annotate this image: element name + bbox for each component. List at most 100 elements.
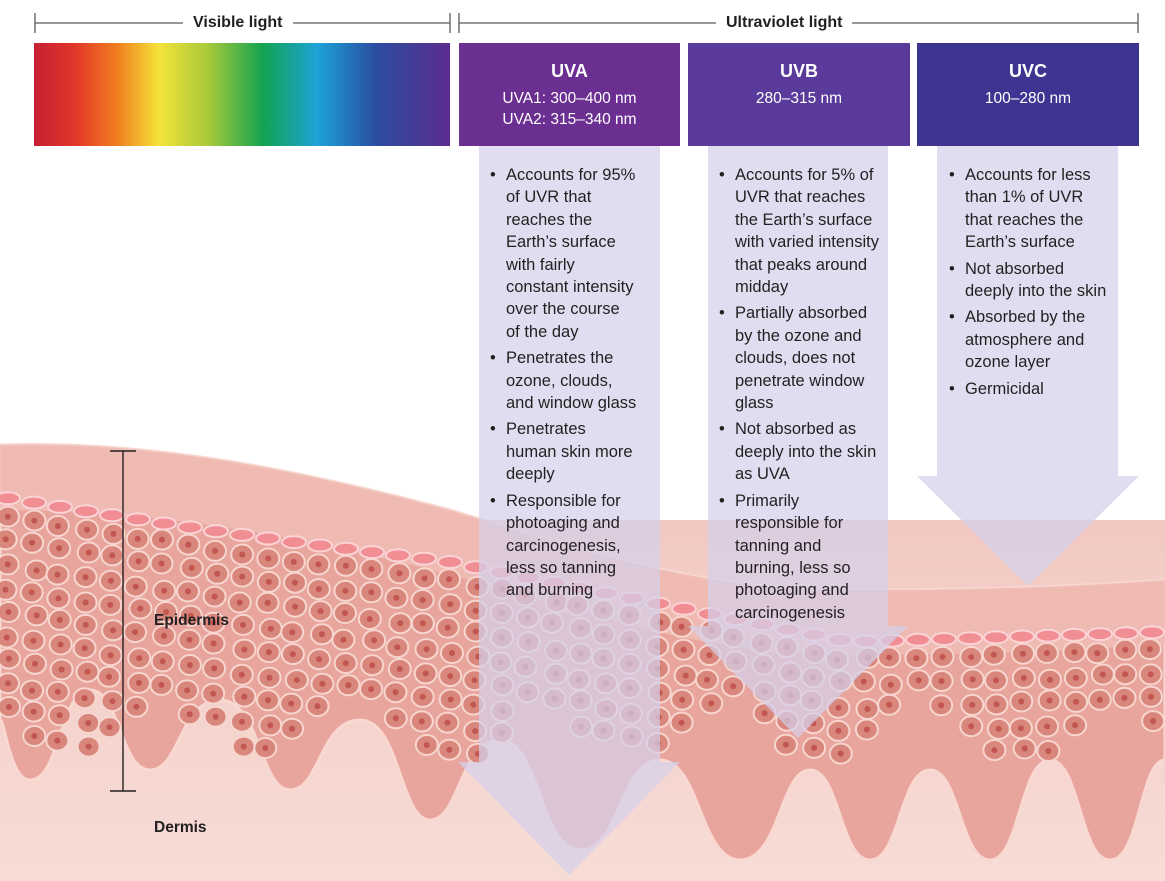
cell-nucleus bbox=[397, 620, 404, 627]
cell-nucleus bbox=[887, 681, 894, 688]
cell-nucleus bbox=[864, 706, 871, 712]
cell-nucleus bbox=[342, 610, 348, 616]
cell-nucleus bbox=[938, 702, 945, 709]
flattened-cell bbox=[385, 548, 411, 563]
cell-nucleus bbox=[85, 743, 92, 750]
cell-nucleus bbox=[678, 719, 685, 726]
flattened-cell bbox=[671, 601, 697, 616]
list-item: Not absorbed deeply into the skin bbox=[947, 258, 1107, 303]
cell-nucleus bbox=[340, 636, 347, 643]
cell-nucleus bbox=[133, 703, 140, 710]
list-item: Accounts for 5% of UVR that reaches the … bbox=[717, 164, 885, 298]
flattened-cell bbox=[21, 495, 47, 510]
cell-nucleus bbox=[447, 673, 454, 680]
cell-nucleus bbox=[1020, 650, 1026, 657]
cell-nucleus bbox=[1043, 650, 1050, 656]
cell-nucleus bbox=[110, 530, 117, 537]
cell-nucleus bbox=[995, 725, 1002, 732]
cell-nucleus bbox=[292, 603, 299, 610]
uvc-range: 100–280 nm bbox=[984, 90, 1072, 107]
cell-nucleus bbox=[1122, 646, 1129, 653]
list-item: Accounts for 95% of UVR that reaches the… bbox=[488, 164, 638, 343]
flattened-cell bbox=[177, 520, 203, 535]
cell-nucleus bbox=[292, 579, 298, 586]
cell-nucleus bbox=[135, 558, 142, 565]
cell-nucleus bbox=[54, 688, 61, 695]
flattened-cell bbox=[983, 630, 1009, 645]
cell-nucleus bbox=[471, 677, 478, 684]
cell-nucleus bbox=[109, 698, 116, 705]
cell-nucleus bbox=[423, 646, 430, 653]
cell-nucleus bbox=[56, 712, 63, 719]
cell-nucleus bbox=[863, 726, 870, 733]
cell-nucleus bbox=[186, 711, 193, 718]
cell-nucleus bbox=[185, 541, 192, 548]
cell-nucleus bbox=[369, 662, 376, 669]
cell-nucleus bbox=[1072, 722, 1079, 729]
cell-nucleus bbox=[214, 570, 221, 577]
list-item: Accounts for less than 1% of UVR that re… bbox=[947, 164, 1107, 254]
flattened-cell bbox=[1061, 627, 1087, 642]
cell-nucleus bbox=[30, 637, 37, 644]
cell-nucleus bbox=[1094, 650, 1101, 657]
cell-nucleus bbox=[368, 686, 375, 693]
cell-nucleus bbox=[1073, 698, 1079, 705]
cell-nucleus bbox=[472, 628, 479, 635]
cell-nucleus bbox=[211, 665, 218, 672]
cell-nucleus bbox=[837, 750, 844, 757]
cell-nucleus bbox=[54, 571, 61, 578]
list-item: Responsible for photoaging and carcinoge… bbox=[488, 490, 638, 602]
cell-nucleus bbox=[969, 676, 976, 683]
flattened-cell bbox=[437, 555, 463, 569]
flattened-cell bbox=[905, 632, 931, 647]
cell-nucleus bbox=[290, 559, 297, 565]
cell-nucleus bbox=[392, 715, 399, 722]
cell-nucleus bbox=[163, 609, 170, 615]
cell-nucleus bbox=[238, 671, 245, 678]
cell-nucleus bbox=[6, 704, 12, 710]
flattened-cell bbox=[931, 632, 957, 646]
cell-nucleus bbox=[915, 677, 922, 684]
uvb-range: 280–315 nm bbox=[755, 90, 843, 107]
list-item: Partially absorbed by the ozone and clou… bbox=[717, 302, 885, 414]
list-item: Not absorbed as deeply into the skin as … bbox=[717, 418, 885, 485]
cell-nucleus bbox=[342, 562, 349, 569]
flattened-cell bbox=[1009, 629, 1035, 644]
cell-nucleus bbox=[288, 700, 295, 707]
uva-header-box bbox=[459, 43, 680, 146]
cell-nucleus bbox=[1072, 674, 1079, 681]
cell-nucleus bbox=[835, 727, 842, 734]
cell-nucleus bbox=[316, 656, 323, 663]
cell-nucleus bbox=[266, 674, 273, 681]
flattened-cell bbox=[359, 545, 385, 560]
cell-nucleus bbox=[82, 599, 89, 606]
cell-pattern bbox=[0, 491, 1165, 765]
cell-nucleus bbox=[366, 616, 373, 622]
cell-nucleus bbox=[968, 723, 975, 730]
uva-range-1: UVA1: 300–400 nm bbox=[502, 90, 637, 107]
cell-nucleus bbox=[55, 595, 62, 602]
flattened-cell bbox=[957, 631, 983, 646]
cell-nucleus bbox=[319, 631, 325, 638]
cell-nucleus bbox=[394, 644, 401, 651]
uvb-header-box bbox=[688, 43, 910, 146]
cell-nucleus bbox=[187, 612, 194, 619]
cell-nucleus bbox=[107, 577, 114, 584]
flattened-cell bbox=[307, 538, 333, 553]
cell-nucleus bbox=[132, 583, 139, 590]
cell-nucleus bbox=[706, 652, 713, 659]
cell-nucleus bbox=[240, 621, 246, 628]
cell-nucleus bbox=[106, 673, 112, 680]
cell-nucleus bbox=[85, 549, 92, 556]
cell-nucleus bbox=[704, 676, 710, 683]
cell-nucleus bbox=[679, 696, 686, 703]
cell-nucleus bbox=[1047, 676, 1053, 683]
cell-nucleus bbox=[212, 547, 218, 554]
cell-nucleus bbox=[1045, 748, 1052, 754]
cell-nucleus bbox=[314, 703, 321, 710]
cell-nucleus bbox=[264, 599, 271, 606]
cell-nucleus bbox=[267, 625, 274, 632]
visible-spectrum-bar bbox=[34, 43, 450, 146]
cell-nucleus bbox=[968, 654, 975, 660]
